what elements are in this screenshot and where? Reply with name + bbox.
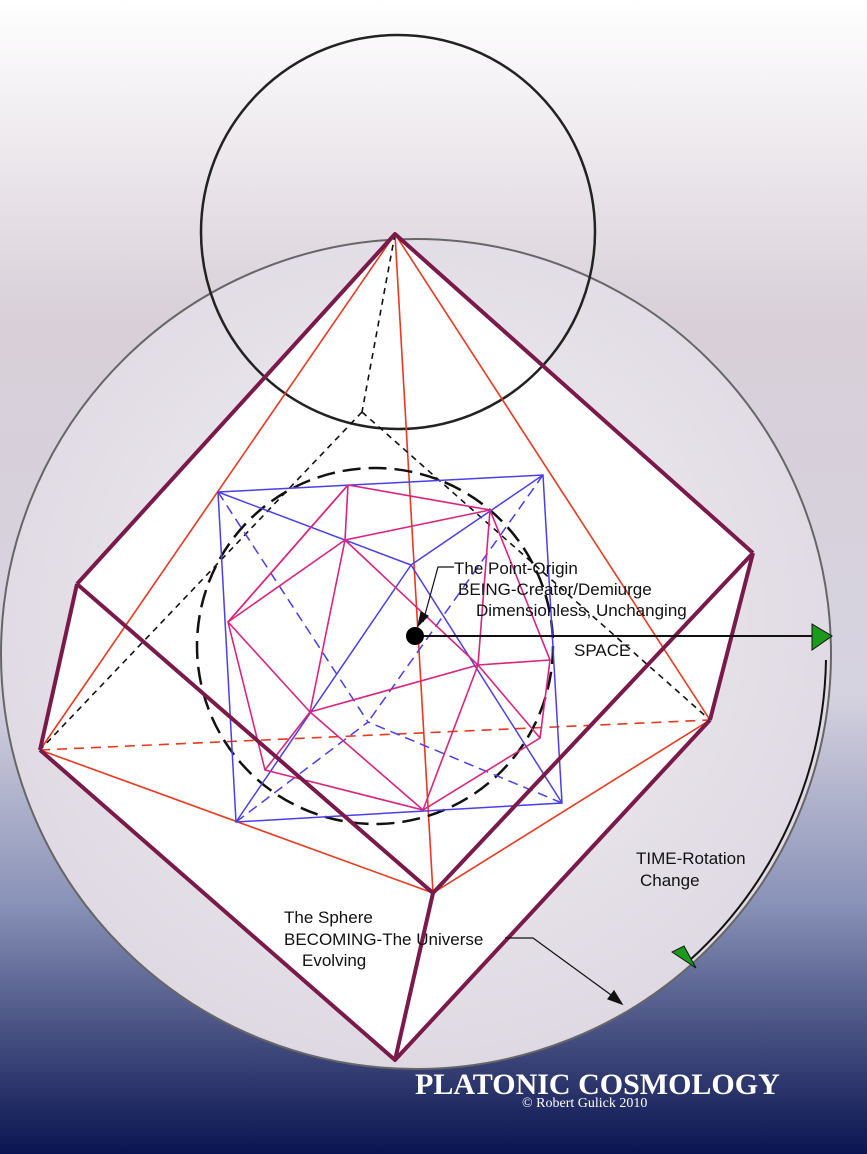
sphere-label-line1: The Sphere — [284, 908, 373, 927]
octahedron-outline — [38, 232, 755, 1062]
origin-label-line2: BEING-Creator/Demiurge — [458, 580, 652, 599]
sphere-label-line3: Evolving — [302, 951, 366, 970]
time-label-line2: Change — [640, 871, 700, 890]
space-arrowhead — [811, 623, 833, 651]
magenta-icosahedron — [227, 484, 551, 811]
sphere-label-line2: BECOMING-The Universe — [284, 930, 483, 949]
sphere-pointer — [505, 937, 624, 1006]
copyright-credit: © Robert Gulick 2010 — [522, 1096, 647, 1111]
upper-circle — [199, 33, 597, 431]
time-label-line1: TIME-Rotation — [636, 849, 746, 868]
origin-label-line3: Dimensionless, Unchanging — [476, 601, 687, 620]
point-origin-dot — [406, 627, 424, 645]
space-arrow — [415, 623, 833, 651]
octahedron-body — [40, 234, 753, 1060]
dashed-construction-lines — [39, 233, 711, 751]
time-arrowhead — [671, 945, 697, 969]
origin-label-line1: The Point-Origin — [454, 559, 578, 578]
diagram-title: PLATONIC COSMOLOGY — [415, 1068, 780, 1101]
space-label: SPACE — [574, 641, 630, 660]
origin-pointer — [416, 566, 454, 628]
time-rotation-arrow — [671, 659, 827, 969]
